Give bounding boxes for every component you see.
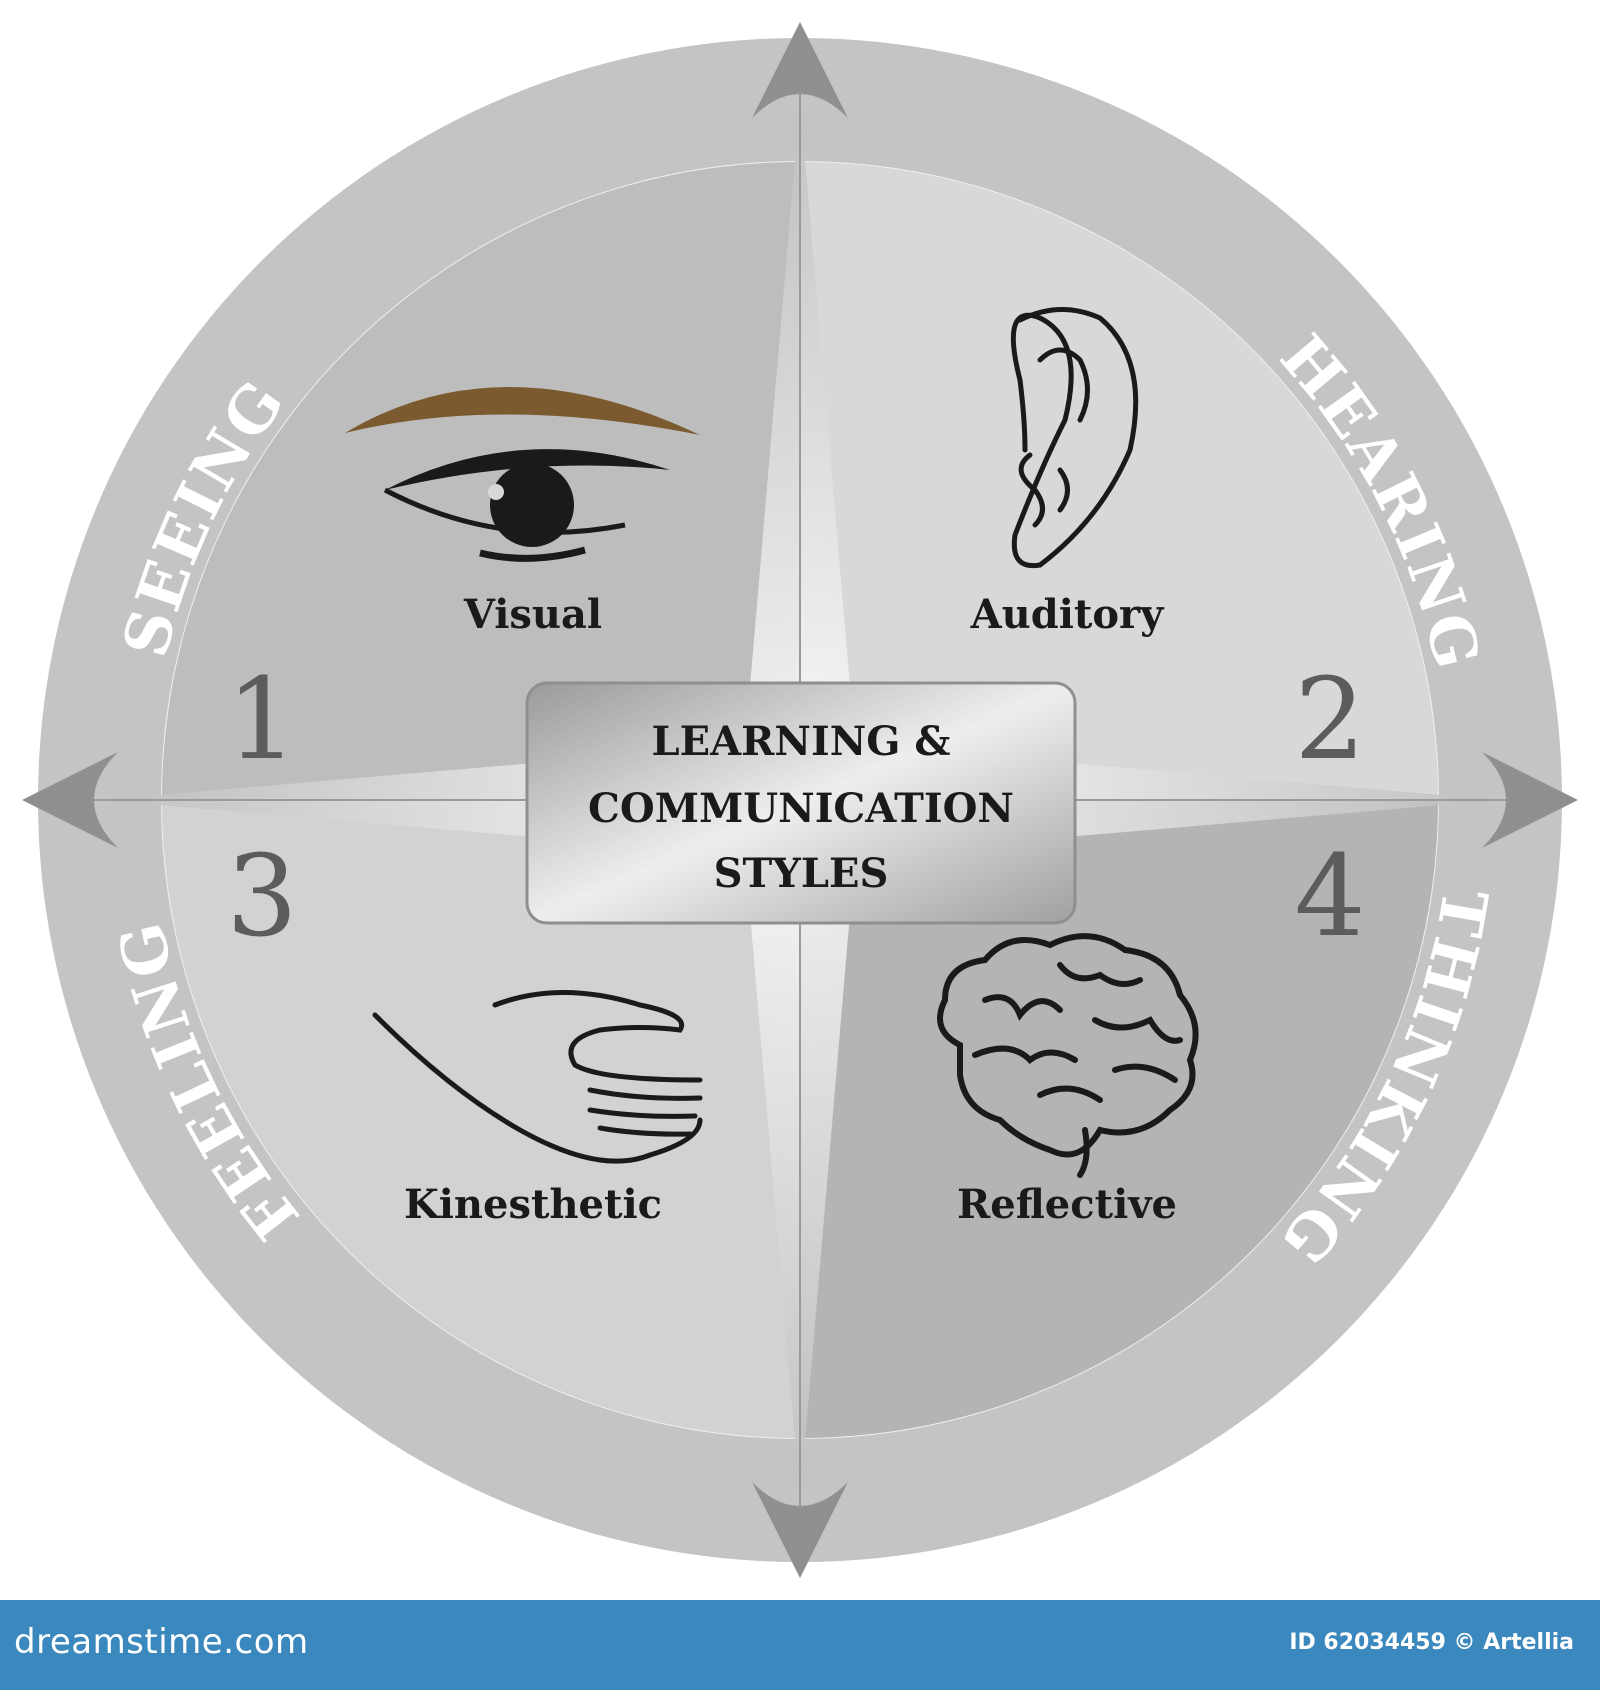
quadrant-number-1: 1 — [226, 655, 297, 785]
arrow-up-icon — [752, 22, 848, 118]
footer-bar: dreamstime.com ID 62034459 © Artellia — [0, 1600, 1600, 1690]
quadrant-number-4: 4 — [1294, 832, 1365, 962]
footer-brand[interactable]: dreamstime.com — [14, 1622, 309, 1662]
brain-icon — [937, 933, 1199, 1178]
title-line-1: LEARNING & — [652, 718, 951, 765]
quadrant-number-3: 3 — [226, 832, 297, 962]
arrow-left-icon — [22, 752, 118, 848]
title-line-3: STYLES — [714, 850, 889, 897]
style-label-auditory: Auditory — [970, 591, 1166, 638]
style-label-visual: Visual — [463, 591, 602, 638]
ear-icon — [1010, 307, 1139, 569]
quadrant-2 — [800, 162, 1438, 800]
center-title-box: LEARNING & COMMUNICATION STYLES — [525, 681, 1077, 925]
style-label-reflective: Reflective — [957, 1181, 1177, 1228]
quadrant-number-2: 2 — [1294, 655, 1365, 785]
quadrant-3 — [162, 800, 800, 1438]
hand-icon — [372, 990, 703, 1164]
style-label-kinesthetic: Kinesthetic — [404, 1181, 662, 1228]
footer-credit: ID 62034459 © Artellia — [1289, 1630, 1574, 1655]
arrow-down-icon — [752, 1482, 848, 1578]
quadrant-4 — [800, 800, 1438, 1438]
arrow-right-icon — [1482, 752, 1578, 848]
quadrant-1 — [162, 162, 800, 800]
title-line-2: COMMUNICATION — [588, 785, 1014, 832]
eye-icon — [345, 386, 700, 562]
